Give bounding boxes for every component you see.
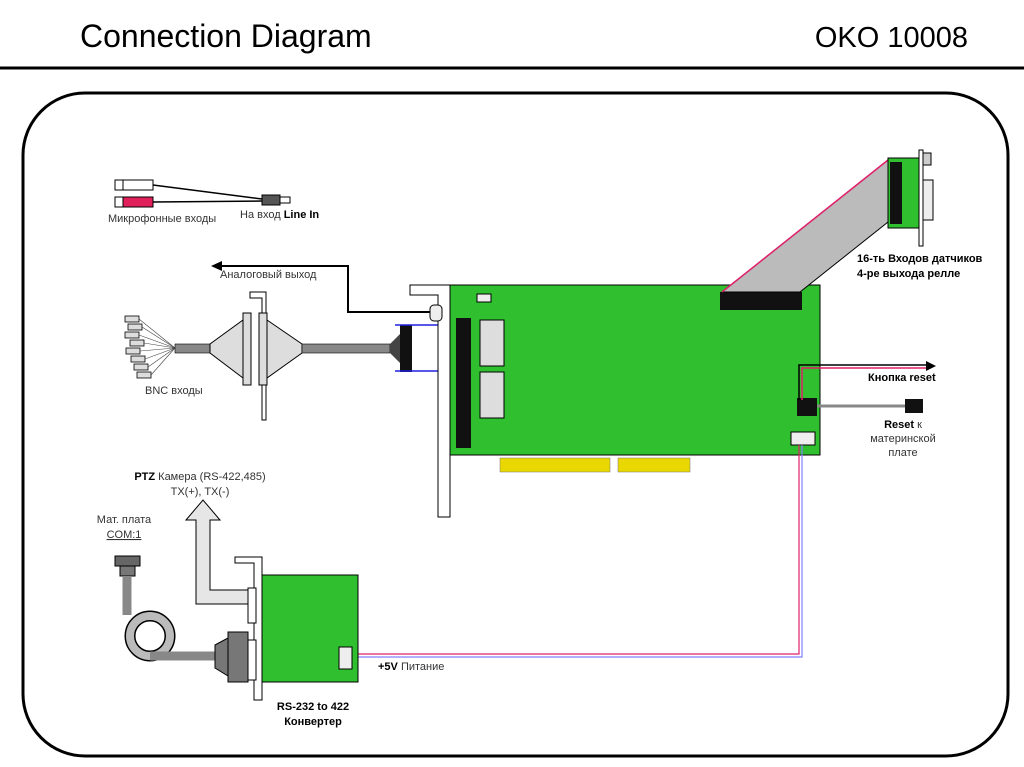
com-cable	[114, 555, 249, 683]
com-port-label: COM:1	[107, 529, 142, 541]
page-title: Connection Diagram	[80, 18, 372, 54]
sensors-label-1: 16-ть Входов датчиков	[857, 253, 983, 265]
rs232-422-converter	[234, 556, 359, 701]
sensor-header	[720, 292, 802, 310]
pci-edge-connector	[499, 457, 691, 473]
power-label: +5V Питание	[378, 661, 444, 673]
power-wire	[358, 445, 800, 655]
reset-button-label: Кнопка reset	[868, 372, 936, 384]
arrow-right-icon	[926, 361, 936, 371]
reset-mb-label-3: плате	[888, 447, 917, 459]
reset-header	[797, 398, 817, 416]
analog-out-label: Аналоговый выход	[220, 269, 317, 281]
reset-mb-label-2: материнской	[870, 433, 936, 445]
ptz-label-1: PTZ Камера (RS-422,485)	[134, 471, 265, 483]
reset-plug	[905, 399, 923, 413]
ptz-label-2: TX(+), TX(-)	[171, 486, 230, 498]
microphone-cable	[114, 179, 291, 208]
reset-button-wire	[801, 367, 928, 400]
ptz-output-arrow	[184, 499, 249, 605]
mic-inputs-label: Микрофонные входы	[108, 213, 216, 225]
converter-label-1: RS-232 to 422	[277, 701, 349, 713]
arrow-left-icon	[211, 261, 222, 271]
diagram-frame	[21, 91, 1010, 758]
main-capture-board	[409, 284, 821, 518]
line-in-label: На вход Line In	[240, 209, 319, 221]
bnc-cable	[124, 291, 455, 421]
converter-label-2: Конвертер	[284, 716, 342, 728]
model-number: OKO 10008	[814, 22, 968, 54]
mb-label: Мат. плата	[97, 514, 152, 526]
power-header	[790, 431, 816, 446]
sensors-label-2: 4-ре выхода релле	[857, 268, 960, 280]
bnc-inputs-label: BNC входы	[145, 385, 203, 397]
bnc-header	[456, 318, 471, 448]
reset-mb-label-1: Reset к	[884, 419, 922, 431]
sensor-card	[887, 149, 934, 247]
analog-out-wire	[220, 265, 432, 313]
